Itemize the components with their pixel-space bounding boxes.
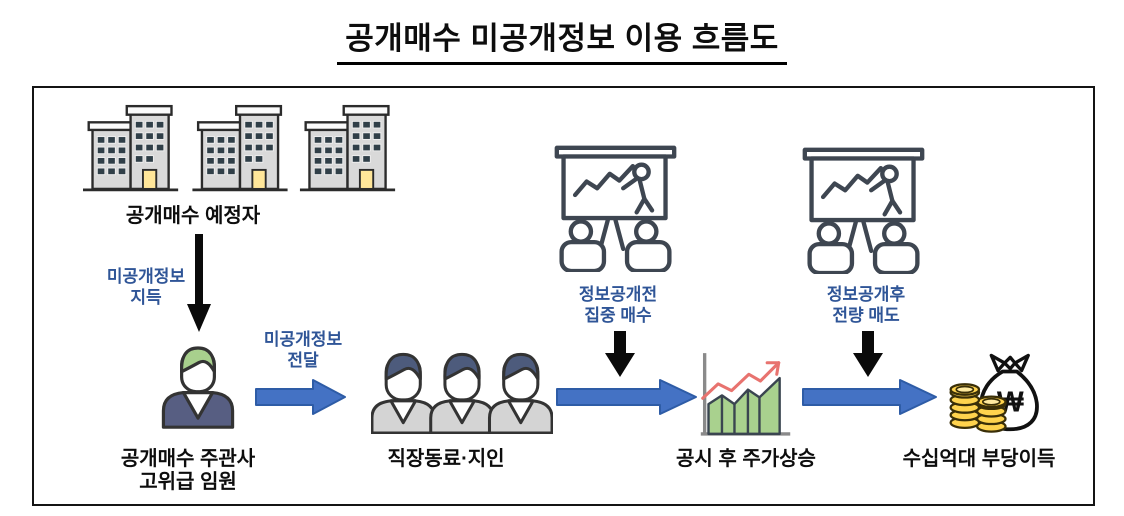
executive-person-icon [161,346,235,429]
sell-after-label: 정보공개후 전량 매도 [826,285,906,325]
colleagues-people-icon [371,352,553,434]
buy-before-label: 정보공개전 집중 매수 [578,285,658,325]
executive-label: 공개매수 주관사 고위급 임원 [120,448,256,493]
buy-flow-arrow-icon [556,379,697,415]
concentrated-buy-arrow-icon [605,331,635,377]
bidders-label: 공개매수 예정자 [125,205,261,227]
presentation-before-icon [554,145,677,272]
sell-all-arrow-icon [853,331,883,377]
page-title: 공개매수 미공개정보 이용 흐름도 [337,13,787,65]
presentation-after-icon [802,147,925,274]
money-bag-icon: ₩ [949,353,1039,433]
title-bar: 공개매수 미공개정보 이용 흐름도 [0,13,1124,65]
price-rise-label: 공시 후 주가상승 [676,448,816,470]
sell-flow-arrow-icon [802,379,937,415]
buildings-icon [83,104,397,192]
profit-label: 수십억대 부당이득 [902,448,1056,470]
transfer-label: 미공개정보 전달 [263,330,343,370]
acquire-label: 미공개정보 지득 [106,267,186,307]
info-transfer-arrow-icon [255,379,346,415]
stock-rise-chart-icon [700,353,791,436]
colleagues-label: 직장동료·지인 [387,448,505,470]
info-acquire-arrow-icon [187,234,211,332]
